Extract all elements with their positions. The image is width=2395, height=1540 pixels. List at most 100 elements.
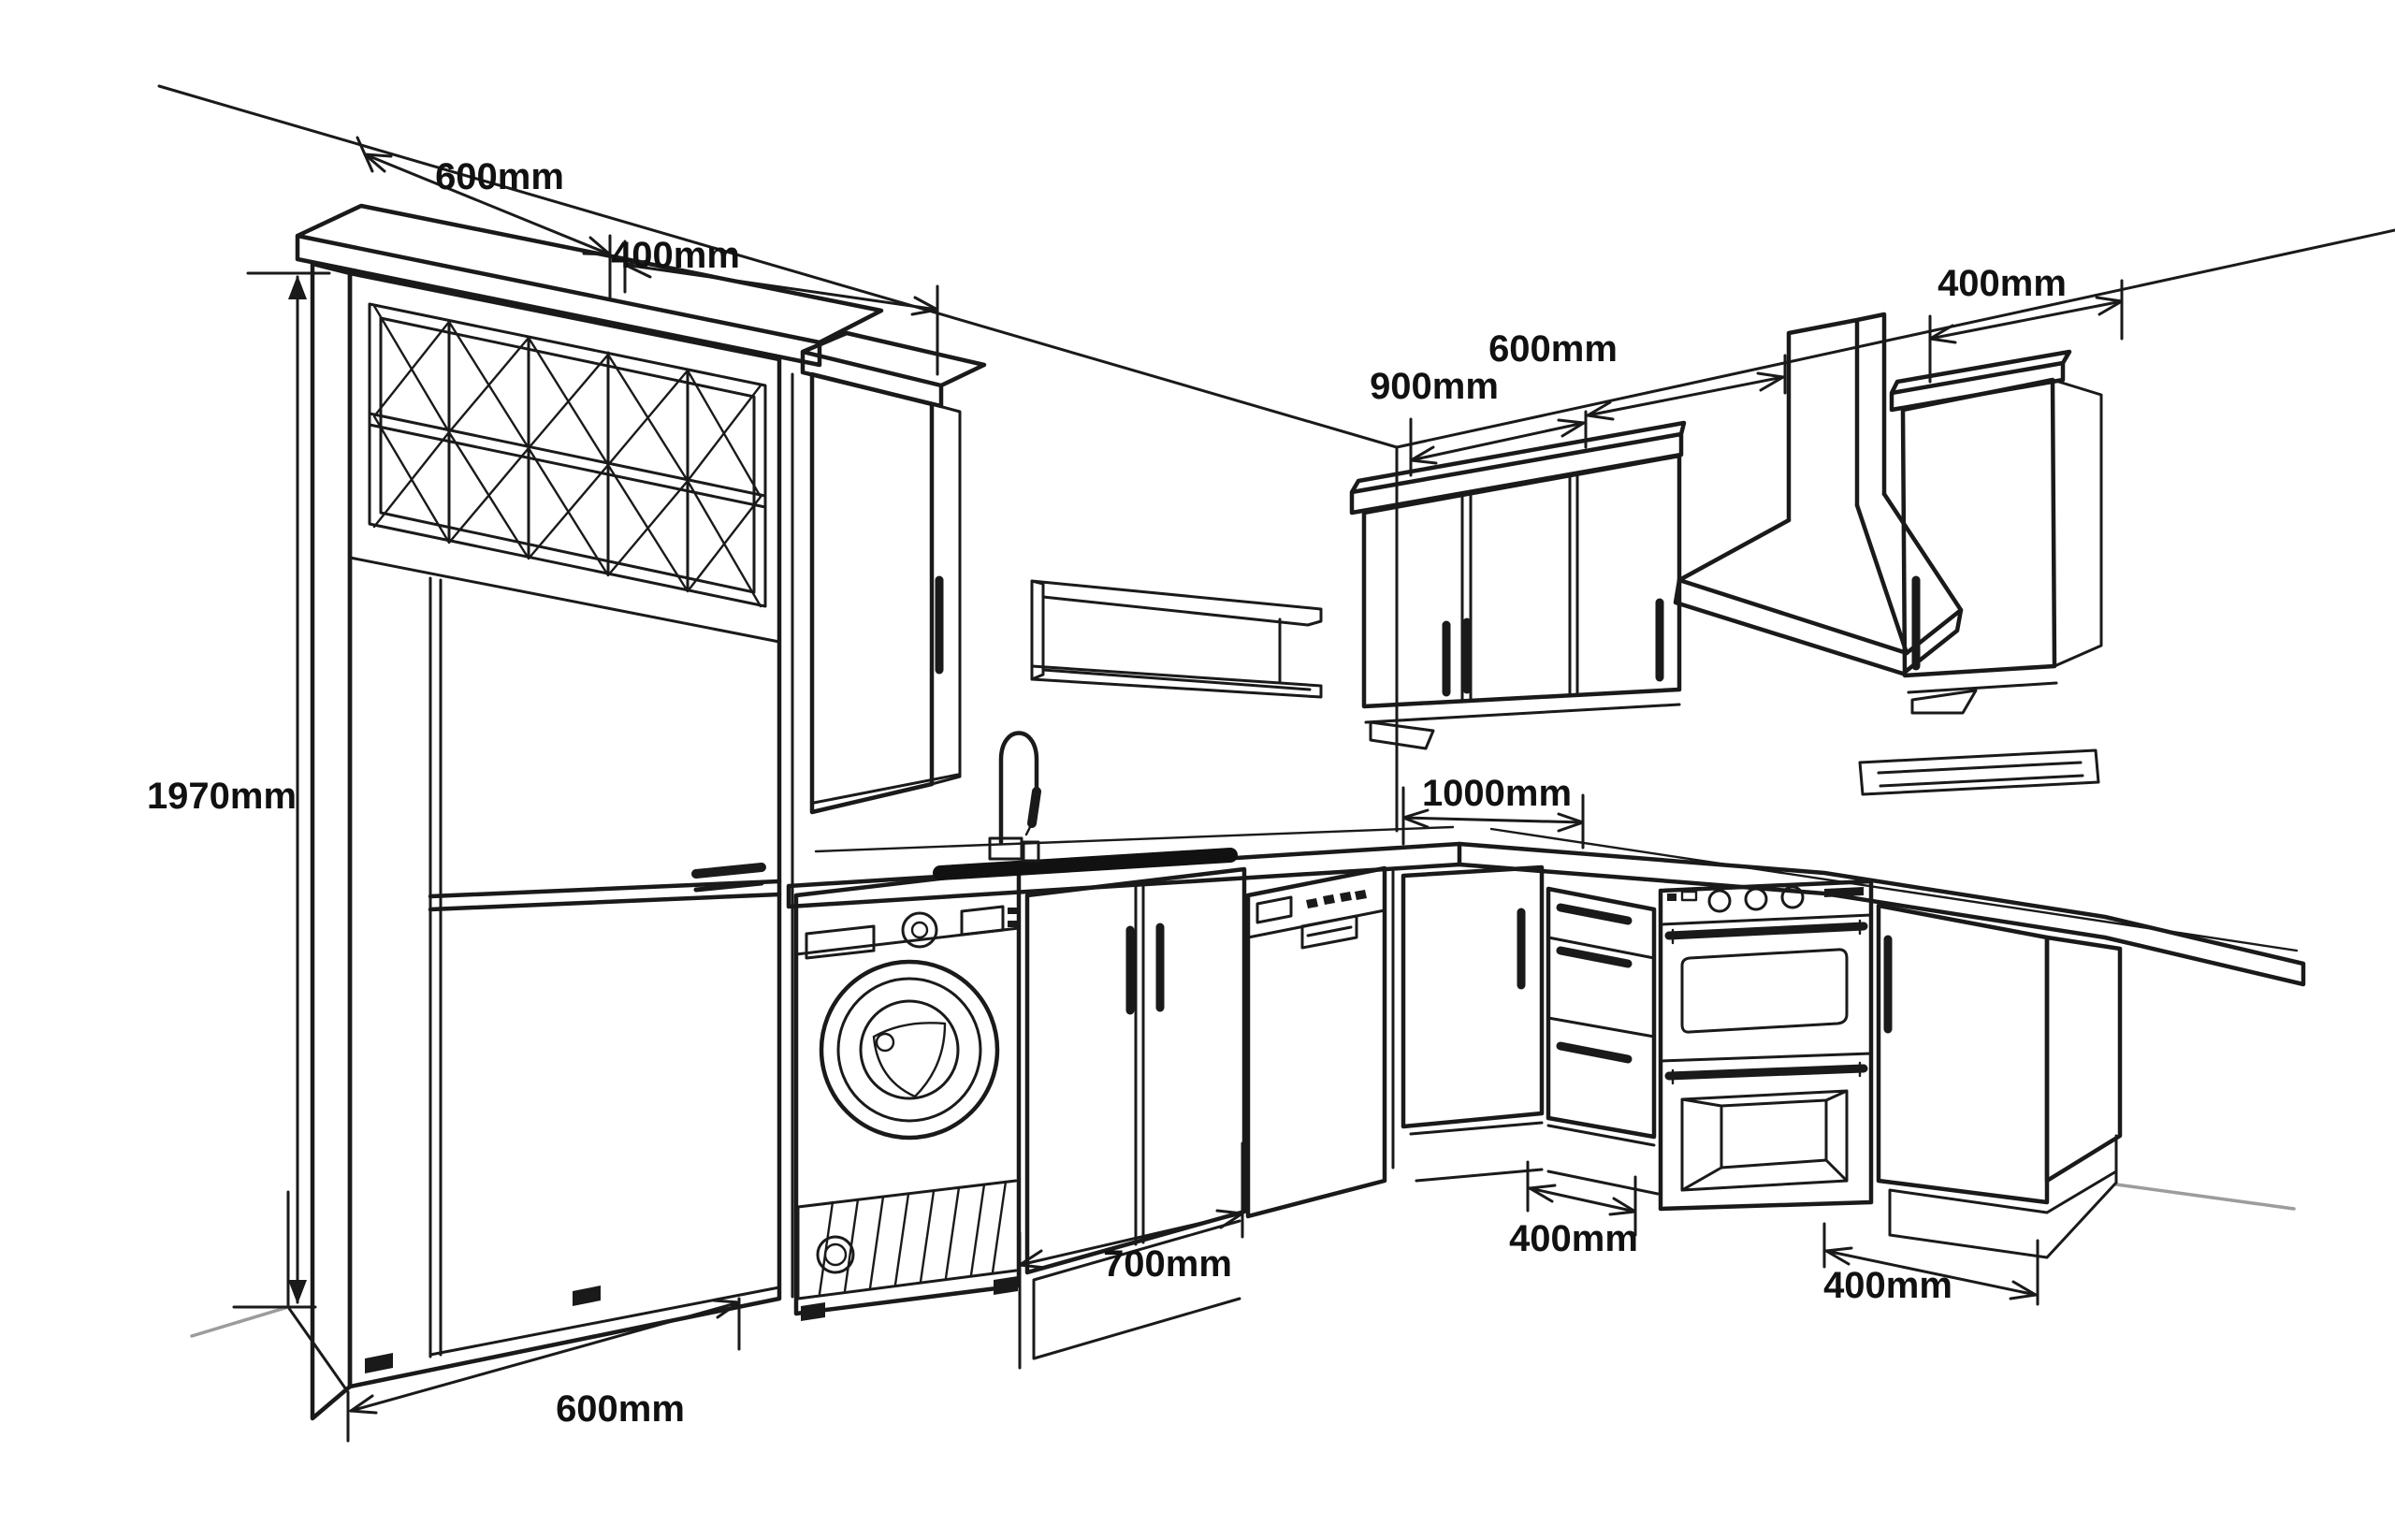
dimension-400-drawers: 400mm bbox=[1509, 1160, 1638, 1259]
sink bbox=[933, 848, 1238, 880]
display bbox=[960, 905, 1005, 937]
side-panel bbox=[310, 261, 353, 1421]
program-dial-inner bbox=[910, 921, 929, 939]
oven-knob-1 bbox=[1707, 889, 1732, 913]
worktop-right-back bbox=[1489, 827, 2299, 952]
dim-arrows bbox=[1928, 296, 2124, 344]
dim-line bbox=[1526, 1160, 1637, 1237]
hood-canopy bbox=[1676, 491, 1964, 656]
oven-switches bbox=[1667, 893, 1676, 901]
wall-cab-bottom bbox=[812, 773, 960, 805]
floor-line-left bbox=[190, 1305, 290, 1338]
dim-arrows bbox=[623, 259, 939, 316]
rs-cab-door bbox=[1900, 377, 2057, 678]
dimension-900: 900mm bbox=[1370, 366, 1588, 477]
dimension-400-wall-cab: 400mm bbox=[611, 235, 939, 376]
control-buttons bbox=[1306, 890, 1367, 908]
lower-oven-cavity bbox=[1680, 1089, 1849, 1192]
dimension-400-top-right: 400mm bbox=[1928, 263, 2124, 384]
cooker-hood bbox=[1673, 312, 1964, 676]
base-cabinet-700 bbox=[1024, 866, 1247, 1360]
dim-line bbox=[1586, 354, 1787, 417]
lower-handle-mounts bbox=[1671, 1061, 1862, 1085]
dim-line bbox=[232, 271, 331, 1309]
wall-shelf bbox=[1030, 579, 1323, 699]
worktop-left-back bbox=[814, 825, 1455, 853]
faucet bbox=[988, 731, 1041, 863]
dim-arrows bbox=[363, 153, 612, 256]
bottom-rail bbox=[1364, 703, 1681, 750]
oven-mid-split bbox=[1659, 1052, 1873, 1063]
fridge-handle bbox=[691, 863, 766, 879]
left-floor-corner bbox=[286, 1190, 350, 1394]
door-gap bbox=[1134, 880, 1145, 1246]
tall-wall-cabinet bbox=[800, 330, 987, 815]
sink-rim bbox=[933, 848, 1238, 880]
dim-arrows bbox=[1409, 418, 1586, 465]
panel-buttons bbox=[1008, 908, 1017, 927]
right-side-wall-cabinet bbox=[1889, 349, 2103, 715]
fridge-freezer bbox=[348, 556, 782, 1358]
dim-label-1000: 1000mm bbox=[1422, 773, 1572, 814]
rs-cab-side bbox=[2051, 378, 2103, 668]
fridge-handle-lower bbox=[693, 880, 764, 893]
plinth-vents bbox=[818, 1180, 1008, 1296]
dim-arrows bbox=[1018, 1209, 1244, 1270]
dim-label-400-top-right: 400mm bbox=[1938, 263, 2067, 304]
door-division bbox=[428, 879, 782, 912]
faucet-base bbox=[988, 836, 1040, 863]
pump-filter-cap-inner bbox=[823, 1242, 848, 1267]
dim-line bbox=[1822, 1222, 2039, 1306]
dim-line bbox=[1928, 279, 2124, 384]
room-walls bbox=[157, 84, 2395, 1394]
program-dial bbox=[901, 911, 938, 949]
dim-label-600-bottom: 600mm bbox=[556, 1388, 685, 1430]
right-wall-cabinets bbox=[1349, 420, 1687, 750]
floor-line-right bbox=[2114, 1183, 2296, 1211]
recessed-handle bbox=[1300, 914, 1358, 950]
drawer-handle-3 bbox=[1556, 1041, 1633, 1064]
end-cabinet-side bbox=[2044, 935, 2123, 1184]
worktop-right-edge bbox=[1457, 841, 2306, 987]
dimension-1970: 1970mm bbox=[147, 271, 331, 1309]
shelf-top bbox=[1030, 579, 1323, 627]
dimension-700: 700mm bbox=[1018, 1141, 1244, 1370]
dim-label-tall-unit-width-top: 600mm bbox=[435, 156, 564, 197]
dim-label-height: 1970mm bbox=[147, 776, 297, 817]
washing-machine bbox=[793, 866, 1022, 1321]
dim-arrows bbox=[1586, 371, 1785, 421]
oven-knob-3 bbox=[1780, 885, 1805, 909]
dim-line bbox=[346, 1297, 741, 1443]
dim-arrows bbox=[1824, 1246, 2038, 1300]
oven-knob-2 bbox=[1744, 887, 1768, 911]
door-outer bbox=[819, 959, 1000, 1140]
shelf-bottom bbox=[1030, 664, 1323, 699]
foot bbox=[365, 1286, 601, 1373]
dim-arrows bbox=[349, 1299, 741, 1415]
dim-label-wall-cab-width: 400mm bbox=[611, 235, 740, 276]
dim-label-400-drawers: 400mm bbox=[1509, 1218, 1638, 1259]
double-oven bbox=[1658, 879, 1874, 1212]
cabinet-face bbox=[1024, 866, 1247, 1275]
dim-line bbox=[623, 240, 939, 376]
front-face bbox=[347, 270, 782, 1389]
drum-paddles bbox=[872, 1022, 947, 1098]
wine-rack-cross-dividers bbox=[372, 304, 762, 608]
dim-line bbox=[1018, 1141, 1244, 1370]
dim-label-700: 700mm bbox=[1103, 1243, 1232, 1285]
door-edge-gap bbox=[428, 576, 443, 1358]
drawer-unit bbox=[1546, 886, 1657, 1140]
dimension-600-wall: 600mm bbox=[1488, 328, 1787, 421]
door-gaps bbox=[1460, 472, 1579, 703]
wall-cab-side bbox=[930, 402, 962, 786]
tall-unit bbox=[295, 203, 884, 1421]
corner-door bbox=[1401, 864, 1545, 1129]
lower-oven-handle bbox=[1664, 1064, 1868, 1081]
dim-arrows bbox=[1401, 808, 1585, 833]
upper-oven-handle bbox=[1664, 922, 1868, 940]
hob-outline bbox=[1858, 748, 2100, 796]
faucet-gooseneck bbox=[998, 731, 1039, 845]
dimension-400-end: 400mm bbox=[1822, 1222, 2039, 1306]
right-run-plinth bbox=[1409, 1121, 1660, 1196]
